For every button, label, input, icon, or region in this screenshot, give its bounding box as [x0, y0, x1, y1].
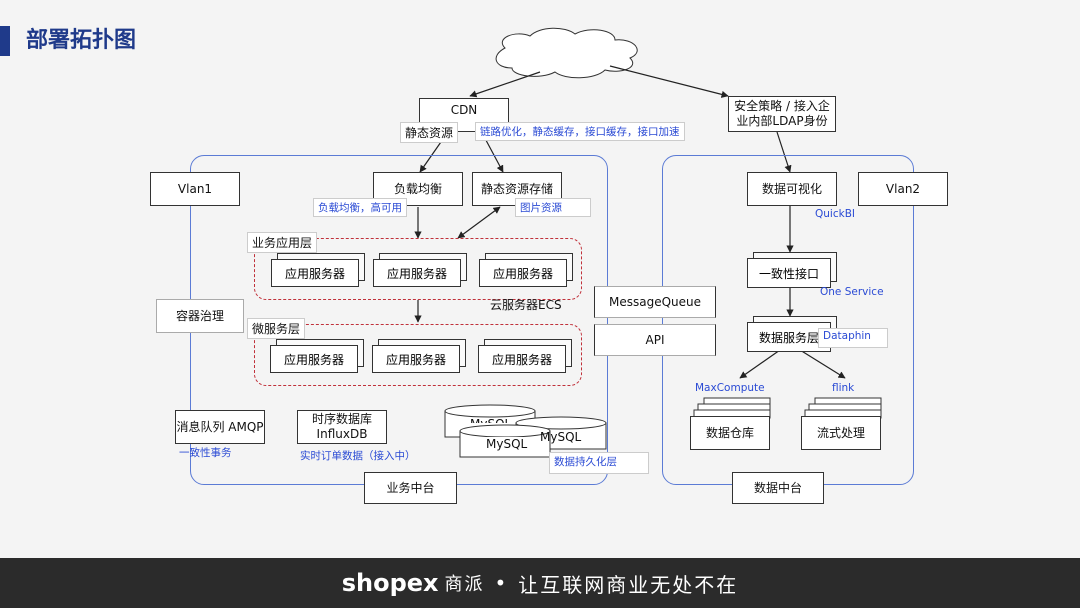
page-title: 部署拓扑图 — [26, 28, 137, 53]
data-visualization-box: 数据可视化 — [747, 172, 837, 206]
persistence-note: 数据持久化层 — [549, 452, 649, 474]
vlan2-box: Vlan2 — [858, 172, 948, 206]
flink-note: flink — [832, 382, 855, 394]
app-server-bottom-2: 应用服务器 — [372, 339, 466, 373]
vlan1-box: Vlan1 — [150, 172, 240, 206]
microservice-layer-group — [254, 324, 582, 386]
business-platform-label: 业务中台 — [364, 472, 457, 504]
separator-dot: • — [494, 571, 509, 595]
load-balancer-note: 负载均衡，高可用 — [313, 198, 407, 217]
connector-lines — [414, 27, 846, 379]
ecs-label: 云服务器ECS — [490, 298, 562, 312]
static-resource-label: 静态资源 — [400, 122, 459, 143]
business-app-layer-group — [254, 238, 582, 300]
message-queue-amqp-box: 消息队列 AMQP — [175, 410, 265, 444]
cdn-note: 链路优化，静态缓存，接口缓存，接口加速 — [475, 122, 685, 141]
stream-processing-box: 流式处理 — [801, 416, 881, 450]
container-governance-box: 容器治理 — [156, 299, 244, 333]
api-box: API — [594, 324, 716, 356]
mq-note: 一致性事务 — [179, 447, 232, 459]
storage-note: 图片资源 — [515, 198, 591, 217]
app-server-top-1: 应用服务器 — [271, 253, 365, 287]
shopex-cn-logo: 商派 — [444, 574, 485, 595]
microservice-layer-label: 微服务层 — [247, 318, 306, 339]
stacked-layers — [693, 397, 882, 419]
mysql-label-3: MySQL — [486, 437, 528, 451]
shopex-logo: shopex — [341, 569, 439, 597]
tsdb-box: 时序数据库 InfluxDB — [297, 410, 387, 444]
security-policy-box: 安全策略 / 接入企业内部LDAP身份 — [728, 96, 836, 132]
title-accent-bar — [0, 26, 10, 56]
business-layer-label: 业务应用层 — [247, 232, 318, 253]
mysql-label-1: MySQL — [470, 417, 511, 423]
data-warehouse-box: 数据仓库 — [690, 416, 770, 450]
quickbi-note: QuickBI — [815, 208, 855, 220]
mysql-cylinders — [444, 404, 607, 458]
app-server-bottom-1: 应用服务器 — [270, 339, 364, 373]
dataphin-note: Dataphin — [818, 328, 888, 348]
message-queue-box: MessageQueue — [594, 286, 716, 318]
footer-slogan-area: shopex 商派 • 让互联网商业无处不在 — [0, 558, 1080, 608]
footer-bar — [0, 558, 1080, 608]
consistency-interface-box: 一致性接口 — [747, 252, 837, 288]
app-server-top-2: 应用服务器 — [373, 253, 467, 287]
footer-slogan: 让互联网商业无处不在 — [518, 572, 739, 597]
app-server-bottom-3: 应用服务器 — [478, 339, 572, 373]
data-service-layer-box: 数据服务层 — [747, 316, 837, 352]
mysql-label-2: MySQL — [540, 430, 582, 444]
tsdb-note: 实时订单数据（接入中） — [300, 450, 416, 462]
one-service-note: One Service — [820, 286, 884, 298]
app-server-top-3: 应用服务器 — [479, 253, 573, 287]
maxcompute-note: MaxCompute — [695, 382, 765, 394]
mysql-db-3 — [459, 424, 551, 458]
data-platform-label: 数据中台 — [732, 472, 824, 504]
internet-cloud-icon — [495, 27, 638, 79]
